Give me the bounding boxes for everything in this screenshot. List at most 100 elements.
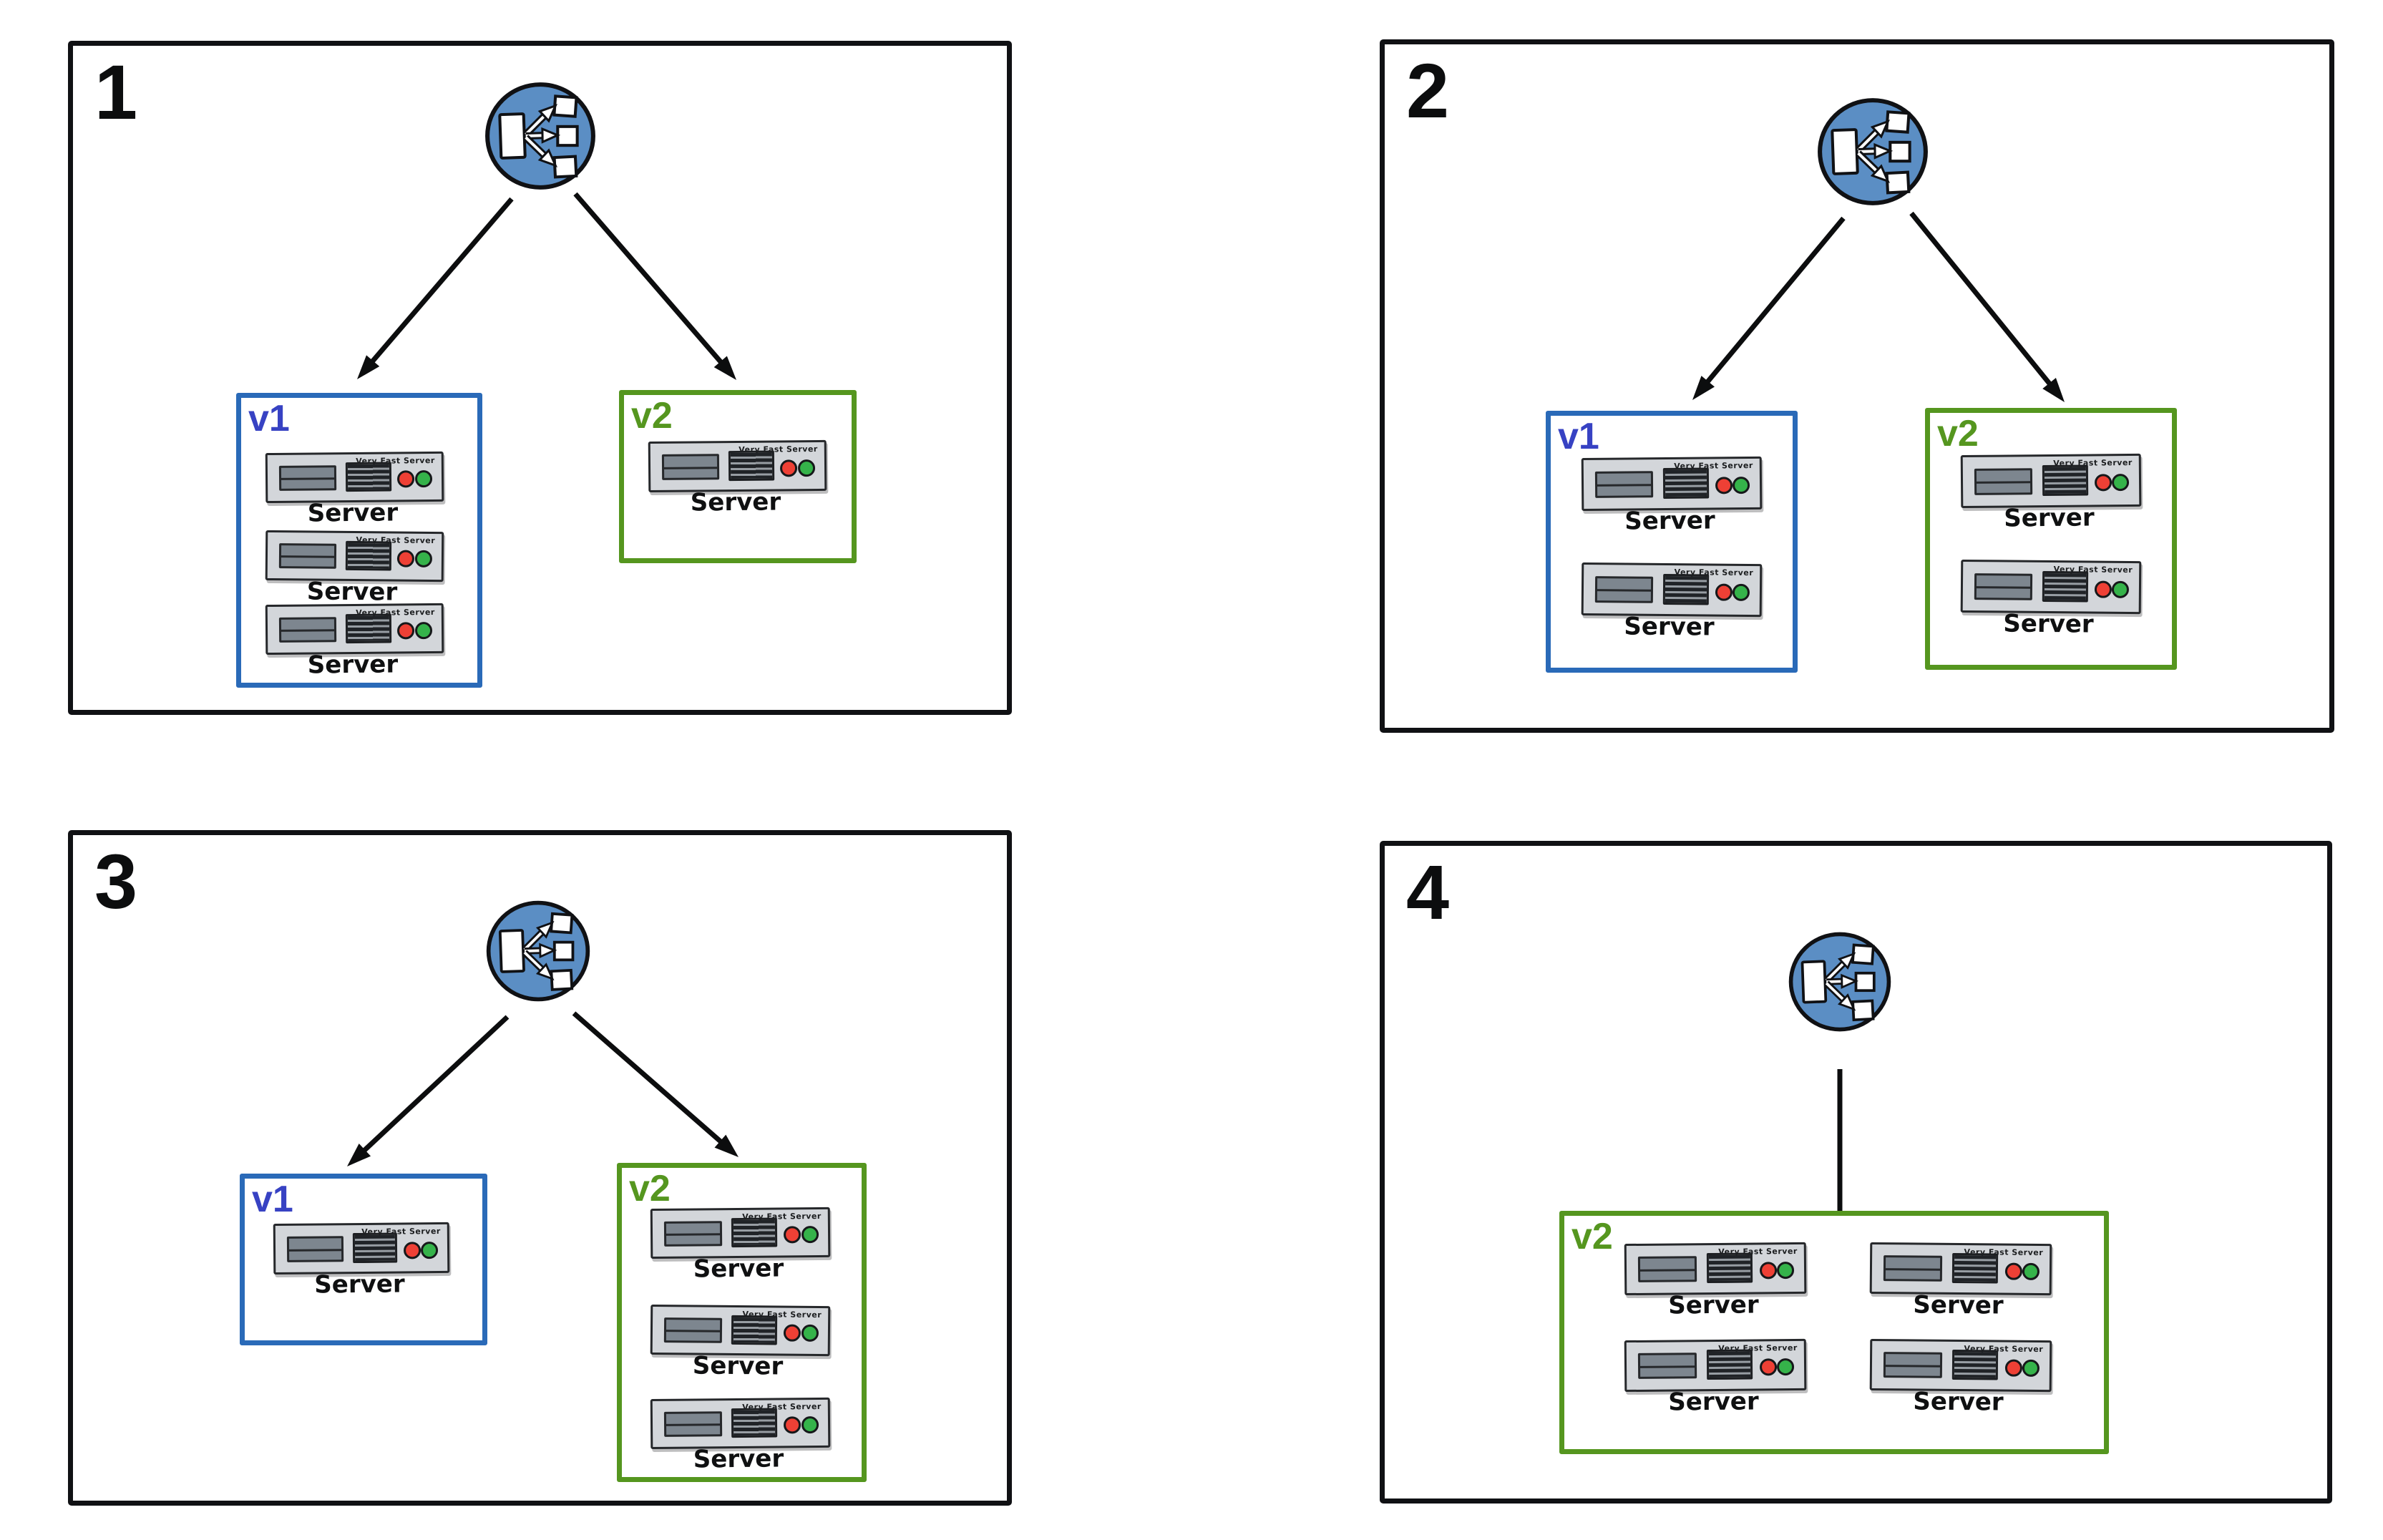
- server-vent-grille: [1662, 467, 1709, 499]
- status-led-green: [414, 622, 432, 640]
- status-led-red: [1715, 583, 1733, 601]
- server-drive-bay: [286, 1236, 343, 1262]
- server-label: Server: [1913, 1387, 2004, 1417]
- load-balancer-icon: [486, 900, 590, 1002]
- status-led-red: [1759, 1358, 1777, 1376]
- server-drive-bay: [661, 454, 720, 480]
- server-vent-grille: [731, 1217, 778, 1247]
- server-vent-grille: [728, 450, 774, 481]
- load-balancer-icon: [485, 82, 595, 190]
- server-label: Server: [1668, 1387, 1759, 1417]
- status-led-green: [2022, 1359, 2040, 1377]
- server-drive-bay: [278, 616, 337, 643]
- status-led-red: [397, 550, 415, 567]
- server-chassis: Very Fast Server: [265, 530, 444, 583]
- server-vent-grille: [731, 1315, 778, 1345]
- server-label: Server: [306, 577, 398, 607]
- server-chassis: Very Fast Server: [1960, 453, 2142, 509]
- server-drive-bay: [1883, 1352, 1943, 1379]
- step-number: 4: [1406, 849, 1450, 935]
- version-label: v2: [629, 1168, 671, 1209]
- step-number: 3: [94, 838, 138, 925]
- server-drive-bay: [1637, 1256, 1697, 1283]
- server-drive-bay: [1637, 1353, 1697, 1380]
- server-vent-grille: [2042, 570, 2088, 603]
- traffic-arrow-head: [347, 1144, 371, 1166]
- version-label: v1: [252, 1179, 293, 1220]
- status-led-red: [1759, 1262, 1777, 1280]
- fanout-arrows: [522, 920, 557, 981]
- server-drive-bay: [1594, 575, 1654, 603]
- version-label: v2: [1571, 1216, 1613, 1257]
- fanout-arrows: [1823, 952, 1859, 1011]
- traffic-arrow-line: [354, 1015, 510, 1161]
- server-chassis: Very Fast Server: [1581, 562, 1763, 618]
- status-led-red: [783, 1416, 801, 1434]
- server-vent-grille: [346, 613, 391, 643]
- status-led-green: [2112, 580, 2130, 598]
- server-label: Server: [1624, 612, 1715, 642]
- version-label: v2: [1937, 413, 1979, 454]
- load-balancer-icon: [1788, 932, 1891, 1032]
- status-led-green: [420, 1241, 438, 1259]
- step-number: 1: [94, 49, 138, 135]
- status-led-red: [2094, 580, 2112, 598]
- server-chassis: Very Fast Server: [650, 1207, 831, 1259]
- server-label: Server: [1668, 1290, 1759, 1320]
- server-drive-bay: [1974, 572, 2033, 600]
- server-chassis: Very Fast Server: [265, 603, 444, 656]
- server-label: Server: [2003, 609, 2094, 639]
- status-led-green: [1777, 1262, 1795, 1280]
- traffic-arrow-line: [362, 197, 514, 373]
- status-led-green: [797, 459, 815, 477]
- server-chassis: Very Fast Server: [1624, 1338, 1807, 1393]
- status-led-green: [801, 1324, 819, 1342]
- status-led-red: [783, 1226, 801, 1244]
- server-label: Server: [690, 487, 781, 517]
- status-led-red: [2094, 474, 2112, 492]
- server-vent-grille: [731, 1408, 778, 1438]
- status-led-green: [2112, 474, 2130, 492]
- status-led-green: [801, 1416, 819, 1434]
- version-label: v1: [1558, 416, 1599, 457]
- server-vent-grille: [346, 462, 391, 492]
- step-number: 2: [1406, 47, 1450, 134]
- traffic-arrow-head: [357, 355, 380, 379]
- traffic-arrow-line: [572, 1011, 732, 1152]
- server-chassis: Very Fast Server: [1624, 1242, 1807, 1296]
- server-vent-grille: [1662, 573, 1709, 605]
- status-led-green: [2022, 1262, 2040, 1280]
- status-led-red: [397, 470, 415, 488]
- traffic-arrow-head: [713, 356, 736, 380]
- status-led-red: [403, 1241, 421, 1259]
- load-balancer: [1786, 928, 1894, 1035]
- server-chassis: Very Fast Server: [1960, 559, 2142, 615]
- server-chassis: Very Fast Server: [650, 1304, 831, 1357]
- server-drive-bay: [663, 1317, 722, 1343]
- server-label: Server: [2004, 503, 2095, 533]
- load-balancer: [1815, 94, 1931, 210]
- traffic-arrow-line: [1909, 211, 2060, 395]
- status-led-green: [1777, 1358, 1795, 1376]
- load-balancer: [484, 897, 593, 1005]
- status-led-green: [1733, 477, 1750, 494]
- fanout-arrows: [523, 104, 561, 167]
- server-chassis: Very Fast Server: [273, 1222, 450, 1275]
